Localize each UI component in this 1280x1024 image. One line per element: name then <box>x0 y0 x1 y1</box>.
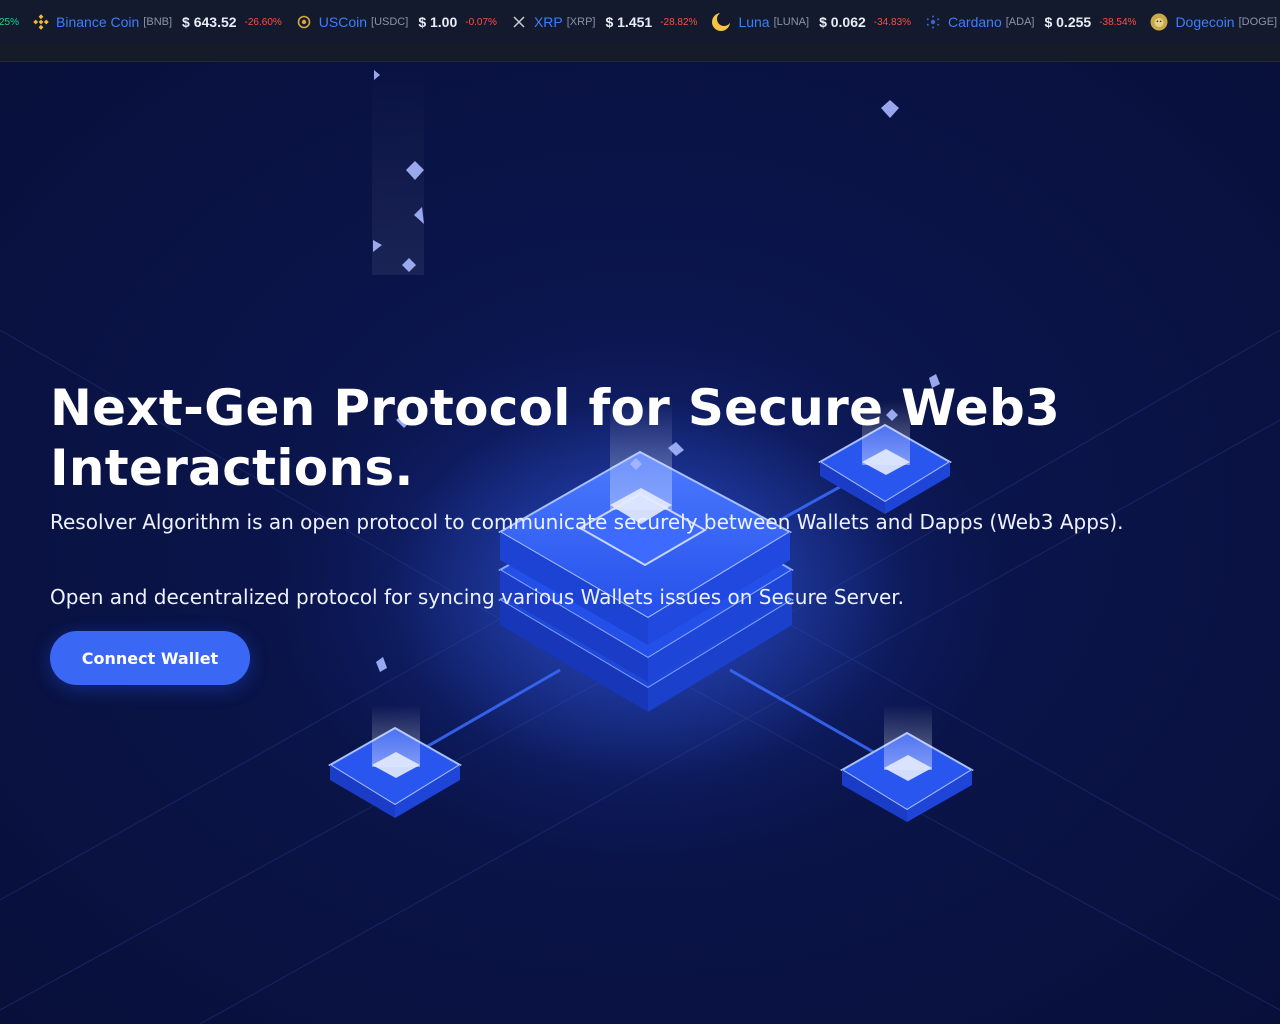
ticker-price: $ 0.062 <box>819 14 866 30</box>
luna-icon <box>711 12 732 32</box>
ticker-change: -38.54% <box>1099 16 1137 28</box>
xrp-icon <box>511 14 527 30</box>
ticker-item-dogecoin[interactable]: Dogecoin [DOGE] <box>1150 0 1280 44</box>
network-illustration <box>0 65 1280 1024</box>
ticker-symbol: [XRP] <box>566 16 596 28</box>
ticker-price: $ 0.255 <box>1044 14 1092 30</box>
ticker-underbar <box>0 44 1280 62</box>
central-block <box>497 400 794 712</box>
ticker-symbol: [ADA] <box>1005 16 1035 28</box>
ticker-name: Luna <box>738 14 770 30</box>
hero-title: Next-Gen Protocol for Secure Web3 Intera… <box>50 379 1061 497</box>
left-node <box>328 705 462 818</box>
ticker-change: -34.83% <box>873 16 912 28</box>
ticker-item-luna[interactable]: Luna [LUNA] $ 0.062 -34.83% <box>711 0 911 44</box>
ticker-name: Dogecoin <box>1175 14 1235 30</box>
ticker-item-cardano[interactable]: Cardano [ADA] $ 0.255 -38.54% <box>925 0 1136 44</box>
price-ticker: 25% Binance Coin [BNB] <box>0 0 1280 44</box>
ticker-partial-item: 25% <box>0 0 19 44</box>
ticker-symbol: [BNB] <box>143 16 173 28</box>
ticker-change: -26.60% <box>244 16 282 28</box>
ticker-price: $ 1.00 <box>418 14 458 30</box>
usdc-icon <box>296 14 312 30</box>
dogecoin-icon <box>1150 13 1168 31</box>
ticker-change: -28.82% <box>660 16 698 28</box>
ticker-item-xrp[interactable]: XRP [XRP] $ 1.451 -28.82% <box>511 0 698 44</box>
ticker-name: XRP <box>533 14 563 30</box>
ticker-price: $ 1.451 <box>605 14 653 30</box>
ticker-symbol: [LUNA] <box>773 16 810 28</box>
hero-description-secondary: Open and decentralized protocol for sync… <box>50 585 905 609</box>
ticker-name: USCoin <box>318 14 368 30</box>
cardano-icon <box>925 14 941 30</box>
ticker-price: $ 643.52 <box>182 14 237 30</box>
ticker-partial-change: 25% <box>0 16 20 28</box>
right-node <box>840 705 974 822</box>
hero-section: Next-Gen Protocol for Secure Web3 Intera… <box>50 378 1210 685</box>
ticker-item-usdc[interactable]: USCoin [USDC] $ 1.00 -0.07% <box>296 0 497 44</box>
ticker-name: Cardano <box>948 14 1002 30</box>
ticker-change: -0.07% <box>465 16 497 28</box>
ticker-symbol: [USDC] <box>371 16 409 28</box>
ticker-track: 25% Binance Coin [BNB] <box>0 0 1280 44</box>
hero-description: Resolver Algorithm is an open protocol t… <box>50 510 1124 534</box>
connect-wallet-button[interactable]: Connect Wallet <box>50 631 250 685</box>
ticker-symbol: [DOGE] <box>1238 16 1278 28</box>
ticker-item-bnb[interactable]: Binance Coin [BNB] $ 643.52 -26.60% <box>33 0 282 44</box>
ticker-name: Binance Coin <box>56 14 140 30</box>
top-right-node <box>818 400 952 514</box>
bnb-icon <box>33 14 49 30</box>
